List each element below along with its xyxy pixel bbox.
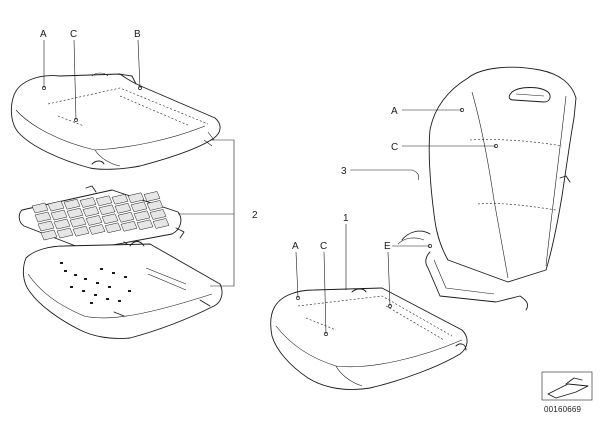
foam-hole	[106, 298, 109, 300]
label-a-back: A	[391, 106, 398, 117]
heating-mat-cell	[50, 209, 68, 221]
leader-lines	[43, 39, 496, 335]
foam-hole	[96, 282, 99, 284]
heating-mat-cell	[72, 225, 90, 237]
document-number: 00160669	[544, 405, 582, 414]
heating-mat-cell	[85, 215, 103, 226]
left-cushion-foam	[22, 241, 223, 339]
corner-symbol	[541, 371, 593, 401]
heating-mat-cell	[117, 211, 135, 223]
foam-hole	[118, 300, 121, 302]
heating-mat	[18, 185, 185, 251]
heating-mat-cell	[143, 191, 161, 202]
foam-hole	[84, 278, 87, 280]
heating-mat-cell	[111, 193, 129, 205]
foam-hole	[100, 268, 103, 270]
heating-mat-cell	[88, 224, 106, 235]
backrest	[397, 66, 577, 311]
heating-mat-cell	[69, 216, 87, 228]
heating-mat-cell	[130, 201, 148, 213]
heating-mat-cell	[120, 220, 138, 232]
heating-mat-cell	[114, 202, 132, 214]
heating-mat-cell	[31, 202, 49, 214]
foam-hole	[128, 290, 131, 292]
label-b-left: B	[134, 29, 141, 40]
heating-mat-cell	[47, 200, 65, 212]
label-c-left: C	[70, 29, 77, 40]
label-a-left: A	[40, 29, 47, 40]
label-c-seat: C	[320, 241, 327, 252]
heating-mat-cell	[152, 218, 170, 229]
callout-labels: A C B 2 A C 3 1 A C E	[40, 29, 398, 252]
heating-mat-cell	[34, 211, 52, 223]
foam-hole	[70, 286, 73, 288]
heating-mat-cell	[63, 198, 81, 210]
label-c-back: C	[391, 142, 398, 153]
foam-hole	[108, 286, 111, 288]
heating-mat-cell	[66, 207, 84, 219]
heating-mat-cell	[146, 200, 164, 211]
heating-mat-cell	[40, 229, 58, 241]
heating-mat-cell	[79, 197, 97, 208]
heating-mat-cell	[37, 220, 55, 232]
heating-mat-cell	[82, 206, 100, 217]
heating-mat-cell	[149, 209, 167, 220]
foam-hole	[74, 274, 77, 276]
heating-mat-cell	[133, 210, 151, 222]
label-e: E	[384, 241, 391, 252]
foam-hole	[90, 302, 93, 304]
foam-hole	[124, 276, 127, 278]
heating-mat-cell	[98, 204, 116, 216]
heating-mat-cell	[95, 195, 113, 207]
label-3: 3	[341, 166, 347, 177]
left-seat-cushion	[10, 72, 221, 170]
foam-hole	[112, 272, 115, 274]
right-seat-cushion	[270, 287, 468, 390]
foam-hole	[60, 262, 63, 264]
heating-mat-cell	[104, 222, 122, 234]
foam-hole	[64, 270, 67, 272]
heating-mat-cell	[136, 219, 154, 231]
label-a-seat: A	[292, 241, 299, 252]
label-2: 2	[252, 210, 258, 221]
label-1: 1	[343, 213, 349, 224]
group-bracket	[210, 139, 235, 287]
foam-hole	[94, 294, 97, 296]
heating-mat-cell	[53, 218, 71, 230]
foam-hole	[82, 290, 85, 292]
heating-mat-cell	[127, 192, 145, 204]
heating-mat-cell	[101, 213, 119, 225]
heating-mat-cell	[56, 227, 74, 239]
